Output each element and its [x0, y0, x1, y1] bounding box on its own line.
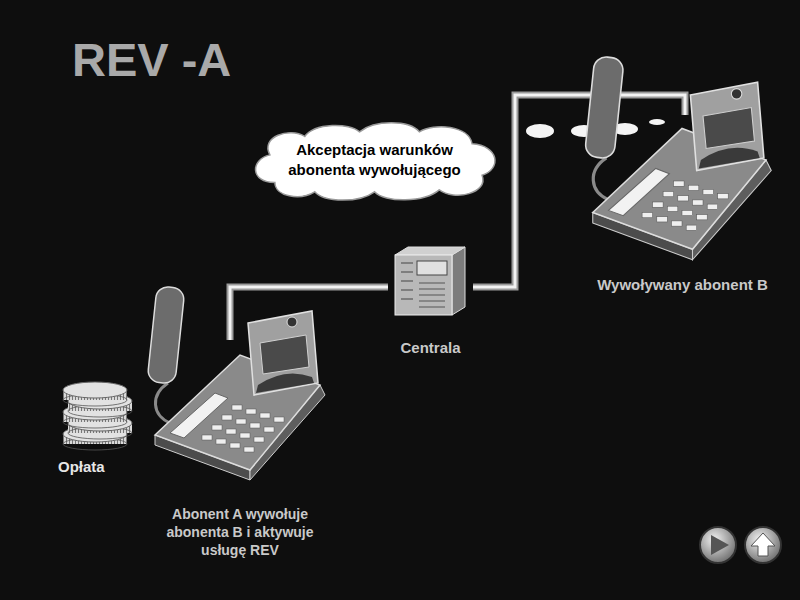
subscriber-b-phone: Wywoływany abonent B	[575, 115, 790, 299]
exchange: Centrala	[388, 245, 473, 362]
cloud-text: Akceptacja warunków abonenta wywołująceg…	[277, 140, 472, 179]
cloud-shape	[245, 118, 504, 201]
speech-cloud: Akceptacja warunków abonenta wywołująceg…	[245, 118, 504, 201]
caption-label: Opłata	[58, 458, 105, 475]
nav-buttons	[700, 527, 781, 563]
title: REV -A	[72, 32, 231, 87]
phone-drawing	[577, 55, 777, 255]
node-label: Centrala	[388, 338, 473, 358]
subscriber-a-phone: Abonent A wywołuje abonenta B i aktywuje…	[140, 340, 340, 564]
phone-drawing	[140, 285, 340, 485]
node-label: Wywoływany abonent B	[575, 275, 790, 295]
node-label: Abonent A wywołuje abonenta B i aktywuje…	[150, 505, 330, 560]
coin-stack	[63, 382, 132, 450]
centrala-drawing	[395, 245, 467, 317]
